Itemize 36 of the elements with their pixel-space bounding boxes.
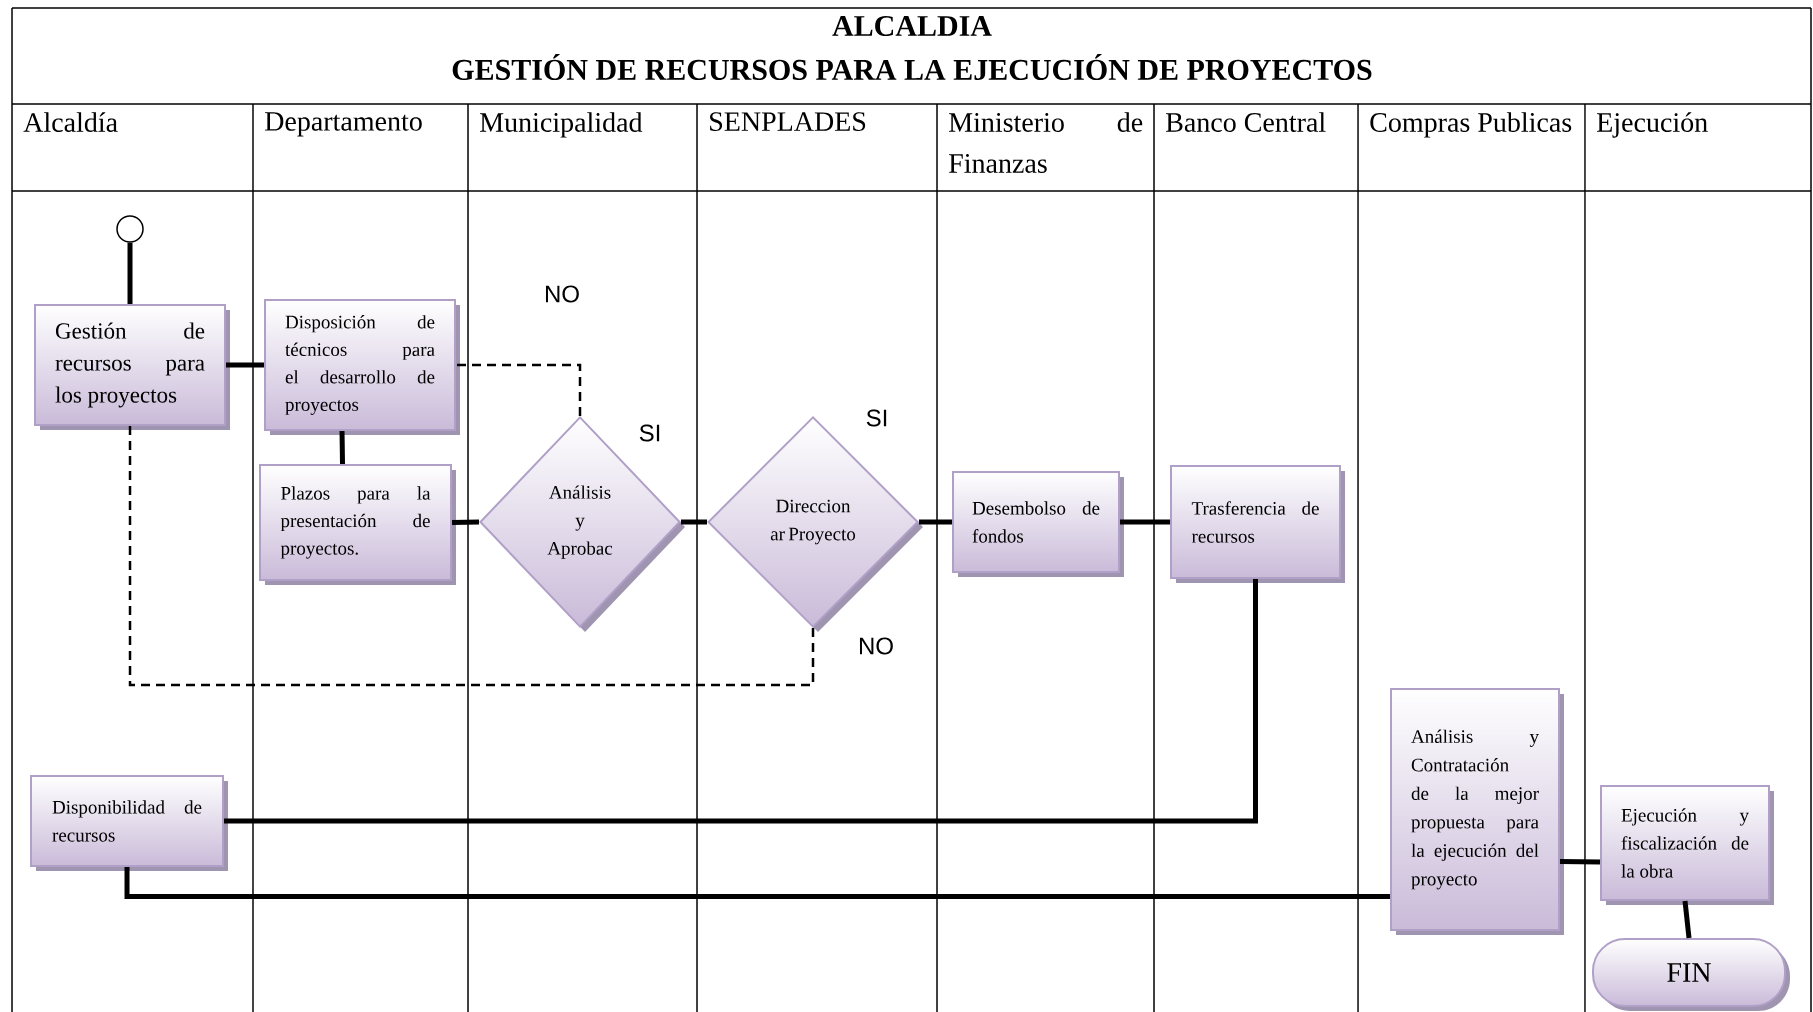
connector — [124, 867, 1390, 899]
start-circle — [116, 215, 144, 243]
connector — [456, 363, 582, 416]
edge-label: NO — [542, 283, 582, 305]
edge-label: NO — [856, 635, 896, 657]
connector — [224, 579, 1258, 824]
connector — [1120, 519, 1170, 525]
connector — [339, 430, 345, 465]
end-terminal: FIN — [1592, 938, 1790, 1011]
lane-header: SENPLADES — [710, 112, 866, 131]
lane-header: Departamento — [265, 112, 422, 137]
connector — [1560, 859, 1601, 865]
process-box: Desembolso de fondos — [952, 471, 1124, 577]
process-box: Trasferencia de recursos — [1170, 465, 1345, 583]
process-box: Ejecución y fiscalización de la obra — [1600, 785, 1774, 905]
connector — [127, 242, 133, 304]
title: ALCALDIA — [832, 15, 992, 37]
process-box: Plazos para la presentación de proyectos. — [259, 464, 456, 585]
process-box: Disposición de técnicos para el desarrollo de proyectos — [264, 299, 460, 435]
lane-header: Ministerio de Finanzas — [949, 112, 1143, 173]
process-box: Gestión de recursos para los proyectos — [34, 304, 230, 430]
title: GESTIÓN DE RECURSOS PARA LA EJECUCIÓN DE PROYECTOS — [452, 54, 1372, 80]
edge-label: SI — [636, 422, 664, 444]
lane-header: Municipalidad — [480, 112, 643, 138]
connector — [681, 519, 707, 525]
lane-header: Compras Publicas — [1370, 112, 1572, 138]
connector — [919, 519, 952, 525]
connector — [1682, 900, 1692, 939]
lane-header: Alcaldía — [23, 112, 118, 132]
process-box: Análisis y Contratación de la mejor propuesta para la ejecución del proyecto — [1390, 688, 1564, 935]
connector — [226, 362, 264, 368]
lane-header: Banco Central — [1166, 112, 1326, 132]
connector — [451, 519, 480, 525]
connector — [128, 426, 815, 687]
lane-header: Ejecución — [1597, 112, 1708, 138]
process-box: Disponibilidad de recursos — [30, 775, 228, 871]
